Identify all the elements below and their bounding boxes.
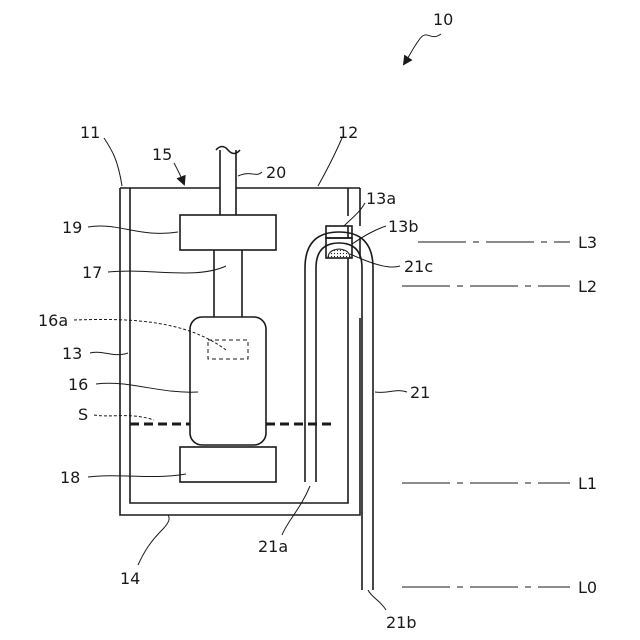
level-label-L1: L1 <box>578 474 597 493</box>
label-16: 16 <box>68 375 88 394</box>
label-17: 17 <box>82 263 102 282</box>
label-14: 14 <box>120 569 140 588</box>
sensor-16a <box>208 340 248 359</box>
label-21c: 21c <box>404 257 433 276</box>
label-12: 12 <box>338 123 358 142</box>
label-18: 18 <box>60 468 80 487</box>
label-21a: 21a <box>258 537 288 556</box>
level-label-L0: L0 <box>578 578 597 597</box>
figure-number: 10 <box>433 10 453 29</box>
label-21b: 21b <box>386 613 417 632</box>
leader-lines <box>74 138 407 610</box>
block-19 <box>180 215 276 250</box>
label-11: 11 <box>80 123 100 142</box>
figure-arrow <box>404 34 441 64</box>
label-19: 19 <box>62 218 82 237</box>
block-18 <box>180 447 276 482</box>
label-15: 15 <box>152 145 172 164</box>
level-label-L3: L3 <box>578 233 597 252</box>
container-outer-wall <box>120 188 360 515</box>
level-lines <box>402 242 570 587</box>
label-13a: 13a <box>366 189 396 208</box>
tube-seal-21c <box>328 249 350 258</box>
label-13: 13 <box>62 344 82 363</box>
label-S: S <box>78 405 88 424</box>
rod-17 <box>214 250 242 317</box>
label-20: 20 <box>266 163 286 182</box>
level-label-L2: L2 <box>578 277 597 296</box>
label-16a: 16a <box>38 311 68 330</box>
tube-inner <box>316 243 362 590</box>
label-21: 21 <box>410 383 430 402</box>
tube-21 <box>305 232 373 590</box>
container <box>120 188 360 515</box>
body-16 <box>190 317 266 445</box>
shaft-20 <box>216 147 240 216</box>
label-13b: 13b <box>388 217 419 236</box>
